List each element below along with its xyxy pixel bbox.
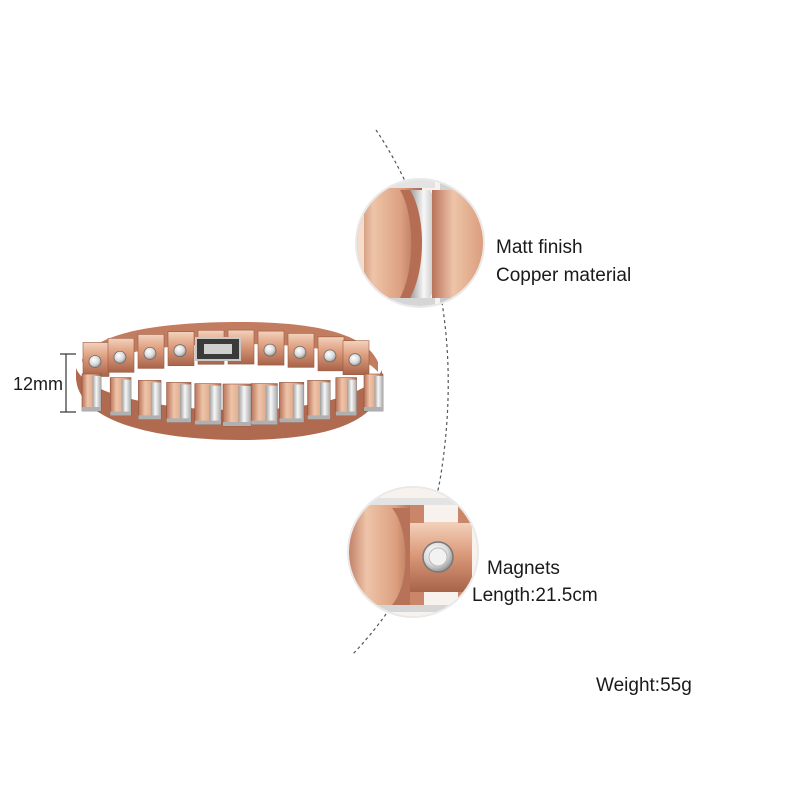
- front-link: [307, 380, 331, 420]
- back-link: [257, 330, 285, 366]
- front-link: [194, 383, 222, 425]
- back-link: [317, 336, 345, 372]
- material-label: Copper material: [496, 265, 632, 286]
- magnet-icon: [88, 355, 102, 368]
- magnets-label: Magnets: [487, 558, 560, 579]
- magnet-icon: [293, 345, 307, 359]
- back-link: [82, 342, 110, 377]
- front-link: [279, 382, 305, 423]
- back-link: [342, 340, 370, 376]
- bracelet: [76, 322, 384, 440]
- magnet-icon: [113, 350, 127, 364]
- magnet-icon: [323, 349, 337, 363]
- magnet-icon: [143, 346, 157, 360]
- front-link: [222, 383, 252, 427]
- back-link: [137, 334, 165, 369]
- magnet-icon: [173, 344, 187, 358]
- magnet-icon: [263, 343, 277, 357]
- weight-label: Weight:55g: [596, 675, 692, 696]
- back-link: [167, 331, 195, 367]
- front-link: [81, 373, 102, 412]
- front-link: [363, 373, 384, 412]
- zoom-detail-finish: [355, 178, 485, 308]
- front-link: [138, 380, 162, 420]
- front-link: [166, 382, 192, 423]
- front-link: [109, 377, 132, 416]
- front-link: [335, 377, 357, 416]
- zoom-detail-magnets: [347, 486, 479, 618]
- finish-label: Matt finish: [496, 237, 583, 258]
- back-link: [107, 337, 135, 373]
- width-bracket: [60, 353, 76, 413]
- width-label: 12mm: [13, 374, 64, 394]
- length-label: Length:21.5cm: [472, 585, 598, 606]
- back-link: [287, 333, 315, 368]
- front-link: [250, 383, 278, 425]
- magnet-icon: [348, 353, 362, 367]
